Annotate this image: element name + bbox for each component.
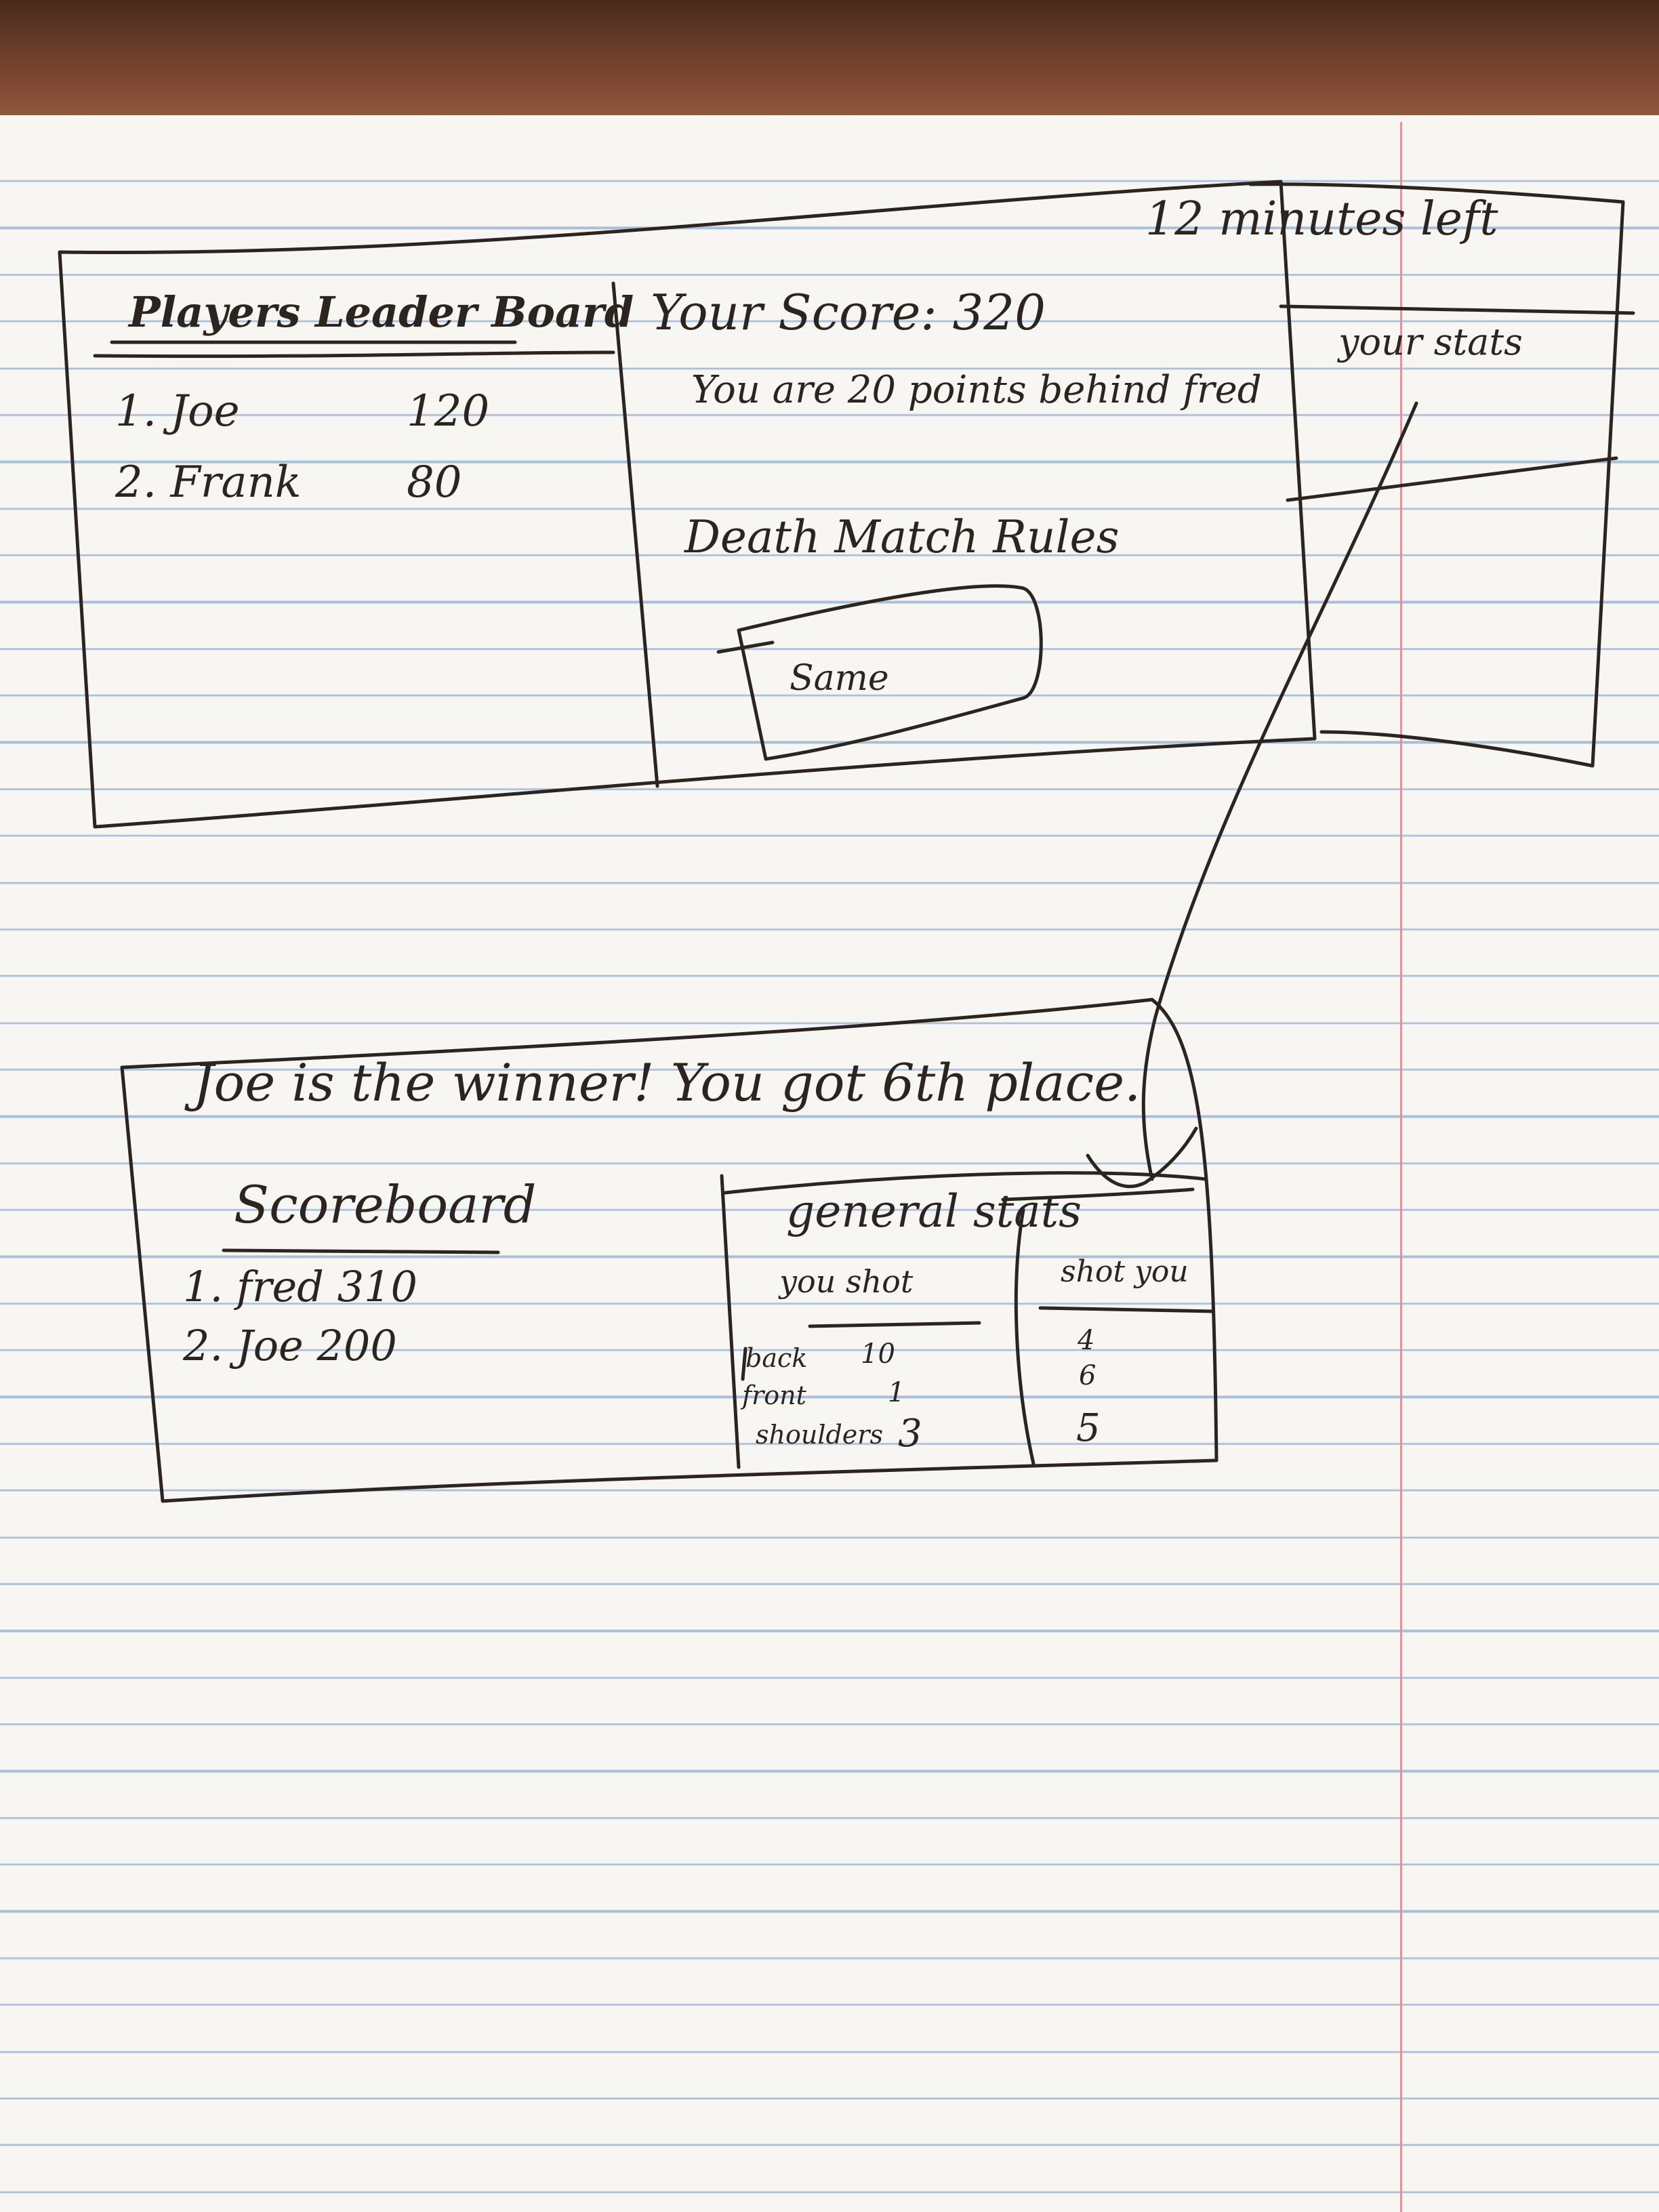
points-behind-text: You are 20 points behind fred [691,368,1262,412]
stats-you-shot-value: 3 [898,1412,922,1456]
desk-background [0,0,1659,136]
stats-panel-frame [1248,182,1625,768]
scoreboard-entry-1: 1. fred 310 [183,1262,417,1311]
your-score: Your Score: 320 [651,284,1046,341]
stats-row-part: front [742,1380,806,1410]
stats-row-part: back [745,1343,808,1373]
col-header-you-shot: you shot [779,1263,914,1300]
scoreboard-title: Scoreboard [234,1174,537,1235]
general-stats-title: general stats [786,1185,1082,1237]
col-header-shot-you: shot you [1061,1254,1189,1289]
stats-row-part: shoulders [756,1420,883,1450]
stats-shot-you-value: 6 [1079,1360,1097,1391]
stats-shot-you-value: 4 [1078,1325,1095,1356]
scoreboard-entry-2: 2. Joe 200 [183,1321,397,1370]
same-button[interactable]: Same [790,658,889,699]
time-left: 12 minutes left [1145,192,1498,246]
notebook-paper [0,115,1659,2212]
game-mode-label: Death Match Rules [684,511,1120,563]
winner-banner: Joe is the winner! You got 6th place. [193,1052,1141,1113]
stats-arrow [1141,401,1418,1181]
leaderboard-score-2: 80 [407,457,462,508]
stats-shot-you-value: 5 [1076,1406,1101,1450]
same-button-outline [737,584,1043,761]
stats-you-shot-value: 1 [888,1377,905,1408]
margin-line [1400,122,1402,2212]
leaderboard-entry-1: 1. Joe [115,386,240,436]
hud-frame [58,180,1317,829]
leaderboard-entry-2: 2. Frank [115,457,302,508]
leaderboard-score-1: 120 [407,386,490,436]
general-stats-table [720,1174,741,1469]
leaderboard-title: Players Leader Board [129,287,634,337]
hud-divider [611,281,659,788]
results-frame [120,998,1218,1503]
your-stats-link[interactable]: your stats [1338,321,1523,363]
stats-you-shot-value: 10 [861,1338,895,1370]
